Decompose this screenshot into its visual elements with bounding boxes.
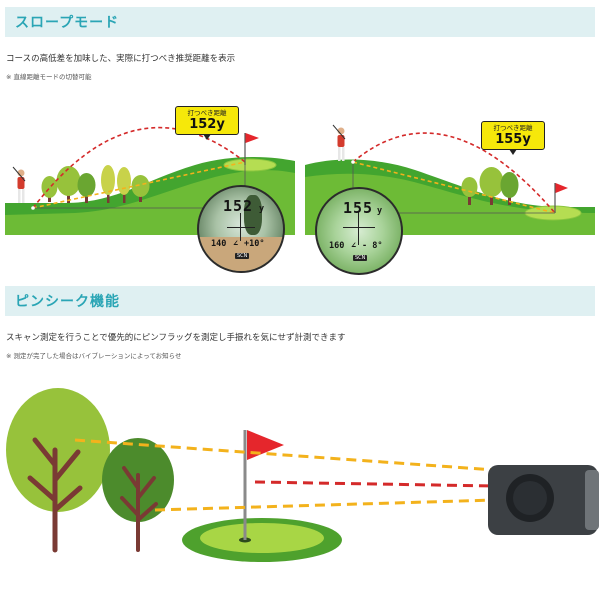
tree-icon <box>461 167 519 205</box>
slope-icon: ∠ <box>351 241 357 251</box>
pin-seek-note: ※ 測定が完了した場合はバイブレーションによってお知らせ <box>6 352 182 360</box>
pin-flag-icon <box>554 183 568 213</box>
uphill-scene: 打つべき距離 152y 152 y 140 ∠ +10° SCN <box>5 95 295 275</box>
slope-icon: ∠ <box>233 239 239 249</box>
downhill-scene: 打つべき距離 155y 155 y 160 ∠ - 8° SCN <box>305 95 595 275</box>
rangefinder-icon <box>488 465 599 535</box>
golfer-icon <box>332 124 355 164</box>
slope-mode-title: スロープモード <box>15 15 120 31</box>
pin-seek-title: ピンシーク機能 <box>15 294 120 310</box>
pin-flag-icon <box>244 133 259 165</box>
uphill-scope-unit: y <box>259 204 265 214</box>
tree-icon <box>6 388 110 553</box>
uphill-scope-distance: 152 <box>223 197 254 215</box>
downhill-scope-unit: y <box>377 206 383 216</box>
downhill-callout-distance: 155y <box>495 132 531 147</box>
downhill-distance-callout: 打つべき距離 155y <box>481 121 545 155</box>
uphill-distance-callout: 打つべき距離 152y <box>175 106 239 140</box>
uphill-callout-distance: 152y <box>189 117 225 132</box>
downhill-scope-distance: 155 <box>343 199 374 217</box>
downhill-scope-badge: SCN <box>353 255 368 261</box>
uphill-scope-line-distance: 140 <box>211 239 227 249</box>
tree-icon <box>102 438 174 552</box>
pin-seek-header: ピンシーク機能 <box>5 286 595 316</box>
uphill-scope-angle: +10° <box>244 239 265 249</box>
downhill-scope-line-distance: 160 <box>329 241 345 251</box>
slope-mode-header: スロープモード <box>5 7 595 37</box>
golfer-icon <box>12 166 35 210</box>
slope-mode-description: コースの高低差を加味した、実際に打つべき推奨距離を表示 <box>6 54 236 64</box>
downhill-scope-view: 155 y 160 ∠ - 8° SCN <box>315 187 403 275</box>
pin-seek-description: スキャン測定を行うことで優先的にピンフラッグを測定し手振れを気にせず計測できます <box>6 333 346 343</box>
pin-seek-illustration <box>6 388 599 562</box>
slope-mode-note: ※ 直線距離モードの切替可能 <box>6 73 92 81</box>
downhill-scope-angle: - 8° <box>362 241 383 251</box>
uphill-scope-badge: SCN <box>235 253 250 259</box>
downhill-callout-label: 打つべき距離 <box>493 124 533 132</box>
uphill-scope-view: 152 y 140 ∠ +10° SCN <box>197 185 285 273</box>
uphill-callout-label: 打つべき距離 <box>187 109 227 117</box>
